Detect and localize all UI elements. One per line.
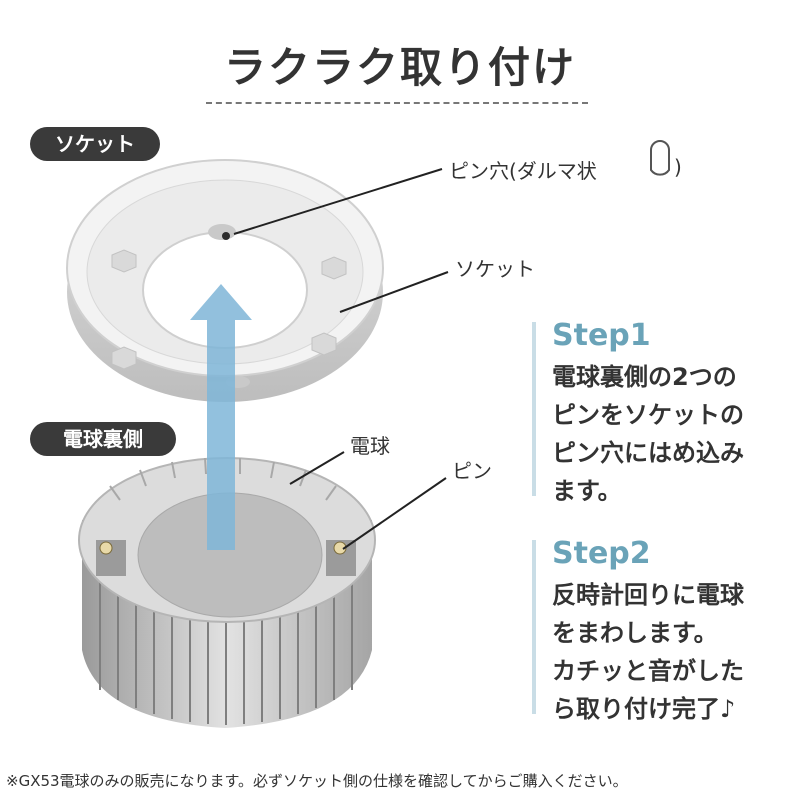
step1-line: ピン穴にはめ込み [552,439,744,467]
socket-label: ソケット [455,257,535,281]
step1-line: ます。 [552,477,622,505]
pin-label: ピン [452,459,492,483]
bulb-illustration [78,457,376,728]
title-divider [206,102,588,104]
pin-hole-label: ピン穴(ダルマ状 [449,159,597,183]
keyhole-icon [650,140,670,176]
step2-line: 反時計回りに電球 [552,581,744,609]
bulb-back-badge: 電球裏側 [30,422,176,456]
bulb-label: 電球 [350,434,390,458]
step2-line: をまわします。 [552,619,718,647]
step1-line: 電球裏側の2つの [552,363,737,391]
callout-leader-lines [233,168,449,550]
step1-line: ピンをソケットの [552,401,744,429]
step2-text: 反時計回りに電球 をまわします。 カチッと音がした ら取り付け完了♪ [552,576,744,728]
socket-illustration [66,159,384,402]
footer-note: ※GX53電球のみの販売になります。必ずソケット側の仕様を確認してからご購入くだ… [6,772,628,790]
insert-arrow [190,284,252,550]
step2-line: カチッと音がした [552,657,744,685]
step2-line: ら取り付け完了♪ [552,695,736,723]
page-title: ラクラク取り付け [223,43,576,92]
socket-badge: ソケット [30,127,160,161]
step1-bar [532,322,536,496]
step2-bar [532,540,536,714]
step2-title: Step2 [552,536,651,571]
step1-title: Step1 [552,318,651,353]
pin-hole-label-close: ) [674,155,682,179]
step1-text: 電球裏側の2つの ピンをソケットの ピン穴にはめ込み ます。 [552,358,744,510]
